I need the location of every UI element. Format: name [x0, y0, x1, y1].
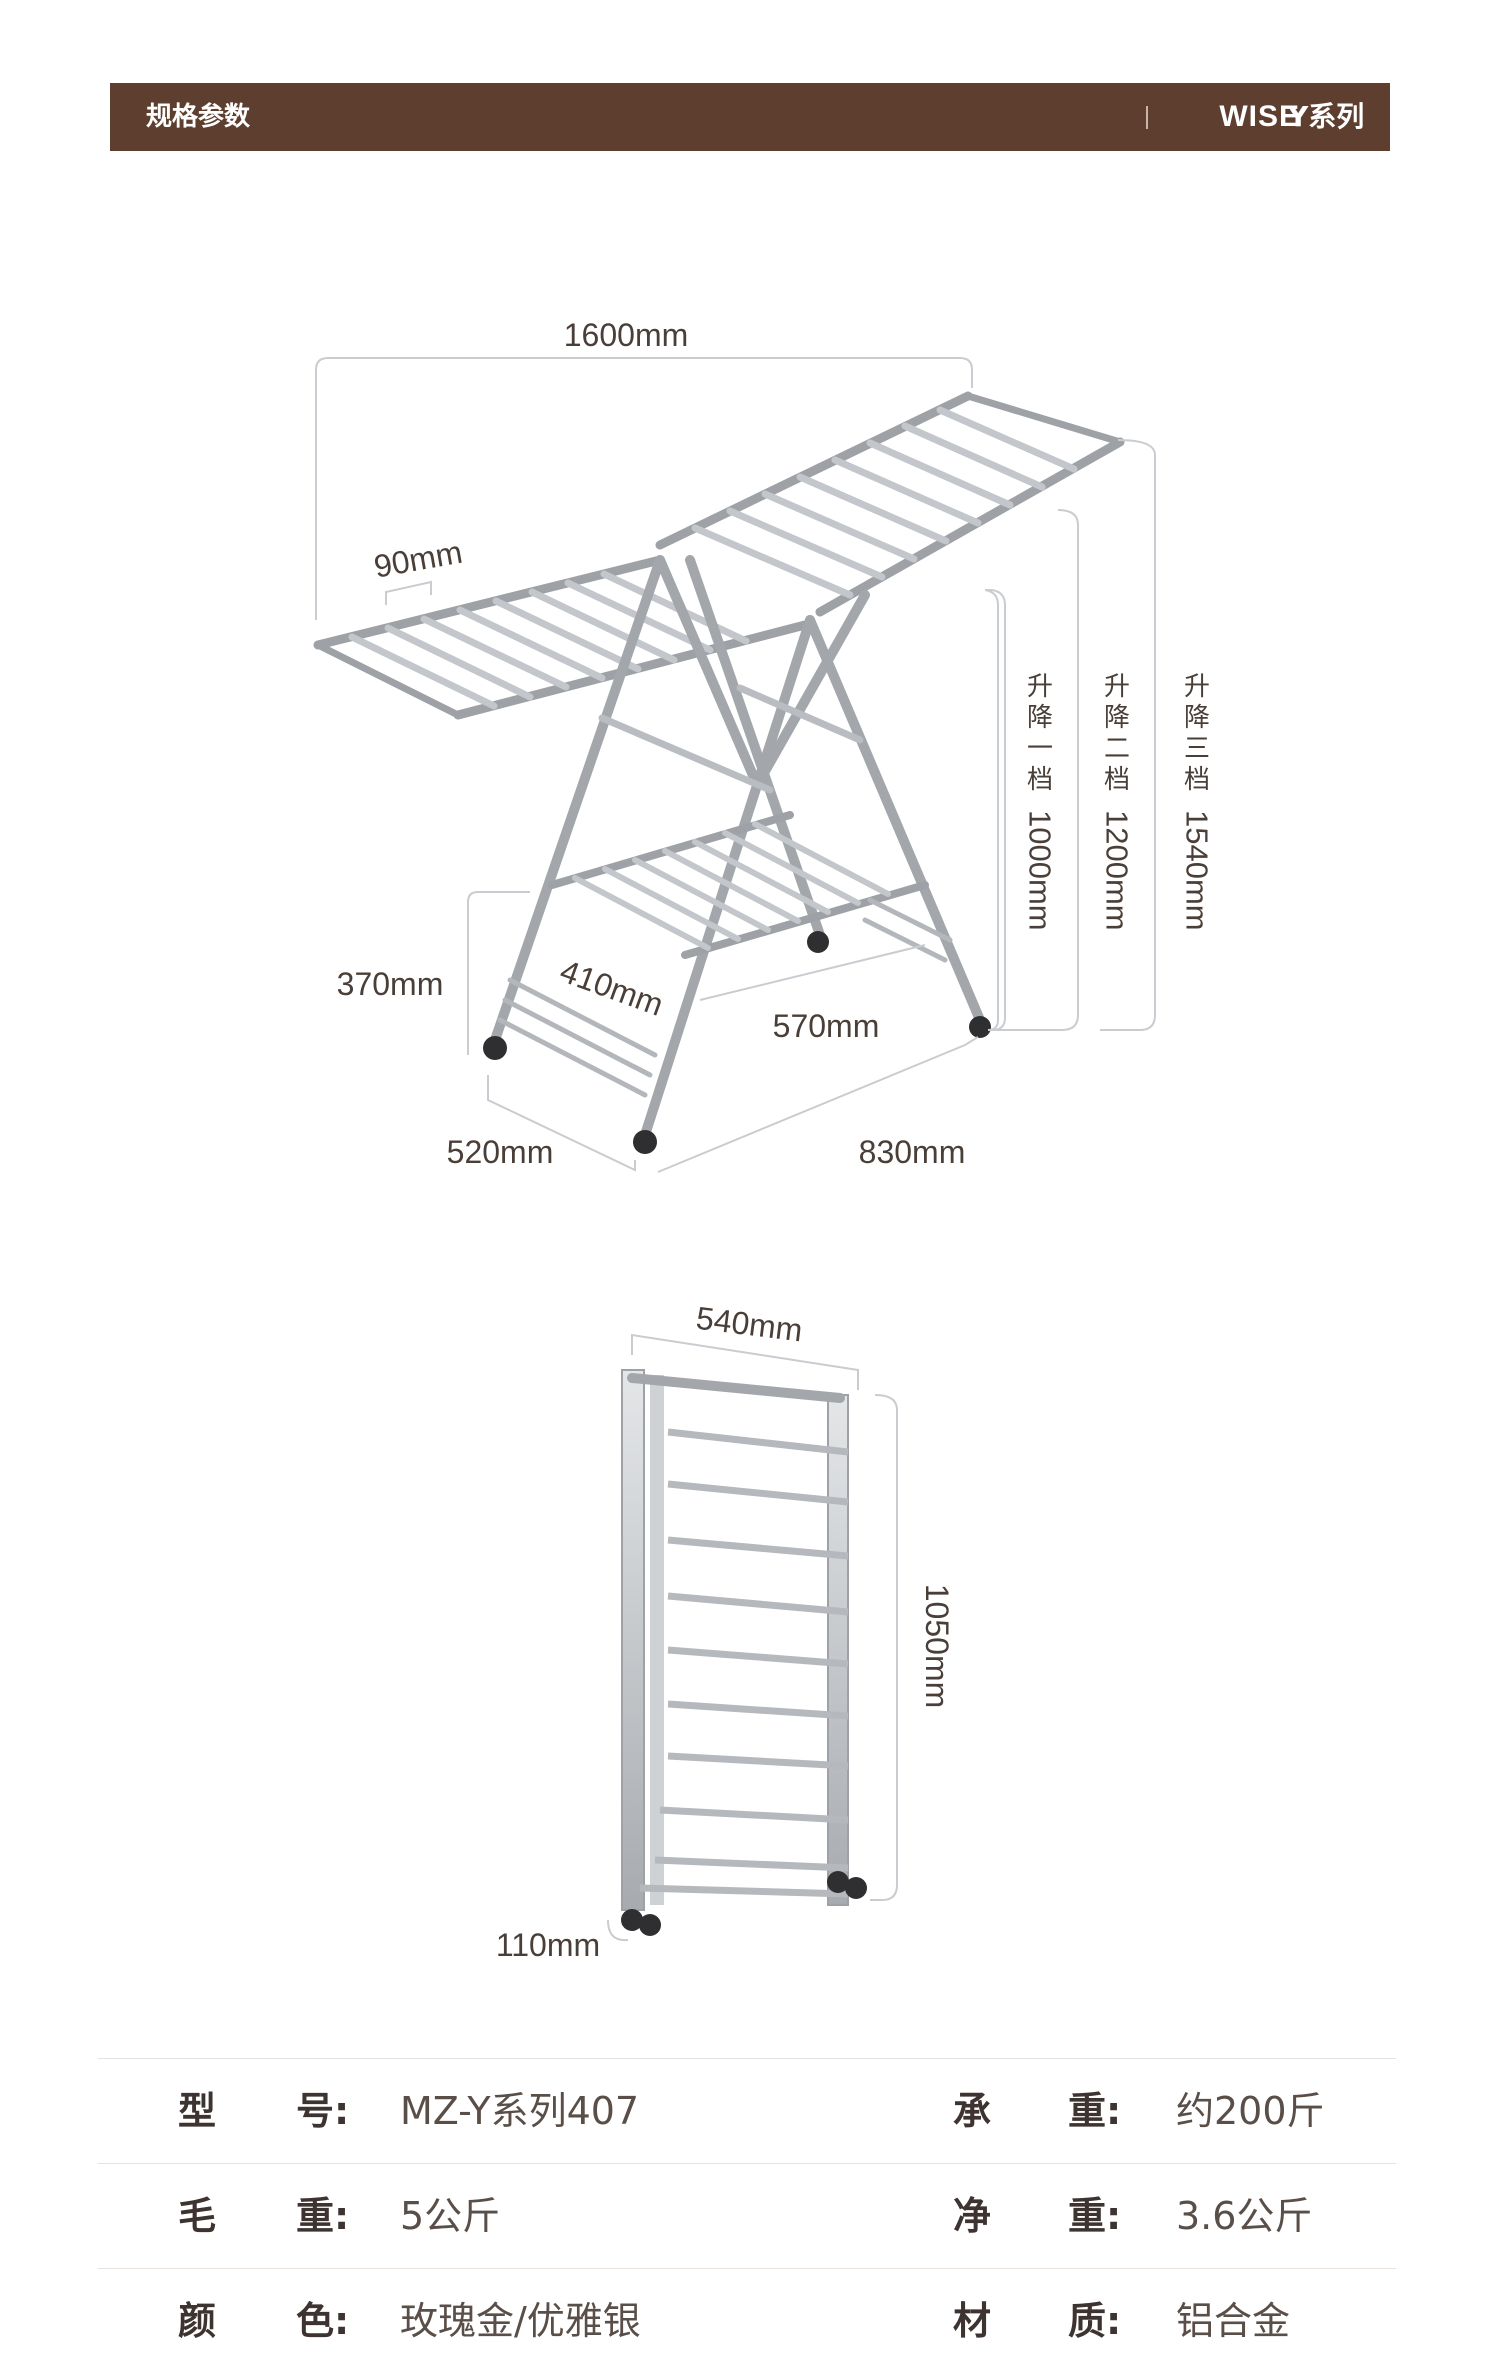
spec-label: 质: — [1068, 2299, 1122, 2343]
spec-row: 毛 重: 5公斤 净 重: 3.6公斤 — [98, 2163, 1396, 2268]
spec-label: 重: — [1068, 2089, 1122, 2133]
spec-value-color: 玫瑰金/优雅银 — [400, 2299, 641, 2343]
spec-header-bar: 规格参数 WISE Y系列407 — [110, 83, 1390, 201]
spec-label: 承 — [953, 2089, 992, 2133]
dim-top-width: 1600mm — [564, 317, 689, 353]
dim-base-width: 520mm — [447, 1134, 554, 1170]
folded-rack-illustration — [621, 1369, 867, 1936]
dim-folded-width: 540mm — [694, 1300, 804, 1349]
dimension-labels: 1600mm 90mm 370mm 410mm 570mm 520mm 830m… — [337, 317, 966, 1963]
dimension-lines-folded — [607, 1333, 898, 1942]
model-name: Y系列407 — [1288, 100, 1365, 201]
spec-value-net-weight: 3.6公斤 — [1176, 2194, 1313, 2238]
spec-label: 毛 — [178, 2194, 217, 2238]
spec-value-gross-weight: 5公斤 — [400, 2194, 501, 2238]
dim-lower-height: 370mm — [337, 966, 444, 1002]
spec-label: 净 — [953, 2194, 992, 2238]
dim-lower-rack-width: 410mm — [555, 953, 668, 1023]
header-divider — [1146, 106, 1148, 129]
open-rack-illustration — [313, 391, 1125, 1154]
spec-label: 材 — [953, 2299, 992, 2343]
lift-level-2-label: 升 降 二 档 1200mm — [1099, 672, 1135, 931]
lift-level-3-value: 1540mm — [1179, 810, 1215, 931]
spec-label: 型 — [178, 2089, 217, 2133]
spec-row: 型 号: MZ-Y系列407 承 重: 约200斤 — [98, 2058, 1396, 2163]
spec-label: 号: — [296, 2089, 350, 2133]
dim-rail-spacing: 90mm — [371, 534, 465, 585]
dim-folded-height: 1050mm — [919, 1584, 955, 1709]
spec-label: 颜 — [178, 2299, 217, 2343]
lift-level-2-value: 1200mm — [1099, 810, 1135, 931]
spec-value-model: MZ-Y系列407 — [400, 2089, 640, 2133]
spec-row: 颜 色: 玫瑰金/优雅银 材 质: 铝合金 — [98, 2268, 1396, 2373]
dim-folded-depth: 110mm — [496, 1927, 600, 1963]
spec-label: 色: — [296, 2299, 350, 2343]
spec-label: 重: — [1068, 2194, 1122, 2238]
dim-base-length: 830mm — [859, 1134, 966, 1170]
dim-lower-rack-length: 570mm — [773, 1008, 880, 1044]
spec-value-material: 铝合金 — [1176, 2299, 1291, 2343]
dimension-lines-open — [315, 357, 1156, 1173]
section-title: 规格参数 — [146, 102, 251, 132]
spec-value-load: 约200斤 — [1176, 2089, 1325, 2133]
spec-table: 型 号: MZ-Y系列407 承 重: 约200斤 毛 重: 5公斤 净 重: … — [98, 2058, 1396, 2373]
product-diagram — [313, 357, 1156, 1942]
lift-level-1-label: 升 降 一 档 1000mm — [1022, 672, 1058, 931]
spec-label: 重: — [296, 2194, 350, 2238]
lift-level-1-value: 1000mm — [1022, 810, 1058, 931]
lift-level-3-label: 升 降 三 档 1540mm — [1179, 672, 1215, 931]
brand-logo: WISE — [1219, 100, 1300, 133]
